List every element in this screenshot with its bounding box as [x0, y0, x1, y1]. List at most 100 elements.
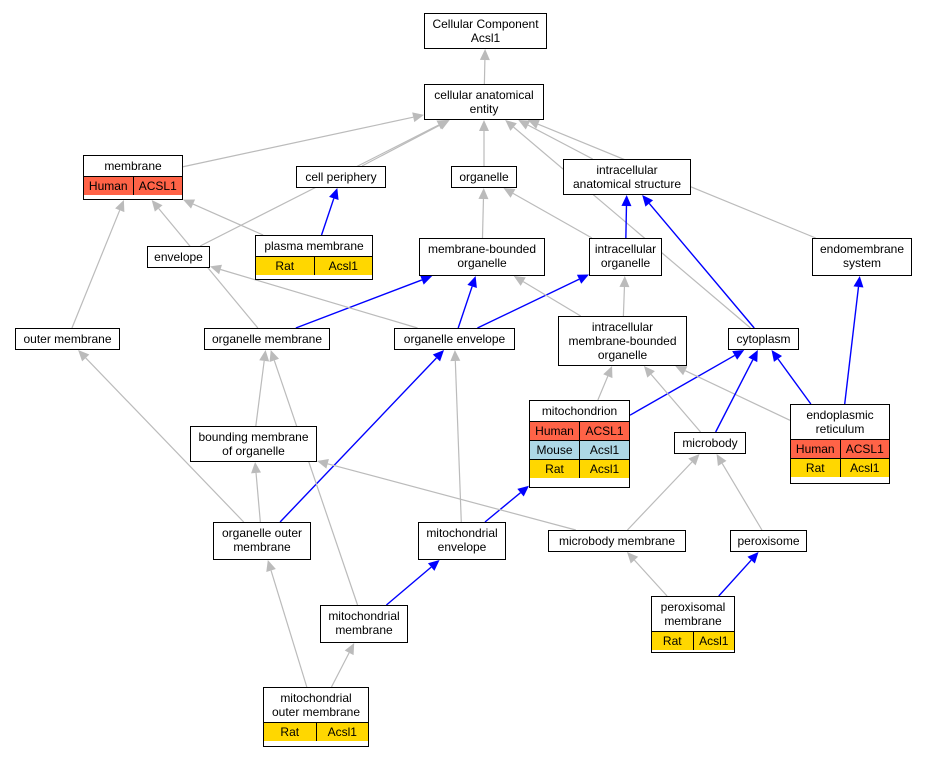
edge-mbo-to-organelle	[481, 198, 485, 239]
arrowhead	[505, 120, 517, 131]
edge-org_envelope-to-mbo	[457, 286, 473, 329]
arrowhead	[853, 276, 864, 288]
arrowhead	[427, 560, 440, 571]
node-label: intracellular organelle	[594, 242, 657, 270]
node-org-envelope[interactable]: organelle envelope	[394, 328, 515, 350]
node-root[interactable]: Cellular Component Acsl1	[424, 13, 547, 49]
node-bounding-membrane[interactable]: bounding membrane of organelle	[190, 426, 317, 462]
node-organelle[interactable]: organelle	[451, 166, 517, 188]
edge-io-to-ias	[625, 205, 628, 239]
arrowhead	[467, 276, 477, 289]
node-label: Cellular Component Acsl1	[432, 17, 539, 45]
edge-plasma_membrane-to-cell_periphery	[320, 198, 335, 236]
node-endomembrane[interactable]: endomembrane system	[812, 238, 912, 276]
node-mito-envelope[interactable]: mitochondrial envelope	[418, 522, 506, 560]
node-ias[interactable]: intracellular anatomical structure	[563, 159, 691, 195]
species-cell: Rat	[662, 634, 682, 648]
arrowhead	[412, 112, 424, 123]
edge-er-to-imbo	[684, 370, 791, 421]
node-org-membrane[interactable]: organelle membrane	[204, 328, 330, 350]
arrowhead	[619, 276, 630, 288]
edge-cell_periphery-to-cae	[361, 124, 441, 167]
edge-outer_membrane-to-membrane	[71, 209, 121, 329]
arrowhead	[732, 350, 745, 360]
node-microbody[interactable]: microbody	[674, 432, 746, 454]
node-label: mitochondrial outer membrane	[271, 691, 361, 719]
edge-plasma_membrane-to-membrane	[192, 203, 264, 236]
species-cell: Human	[795, 442, 835, 456]
edge-perox_membrane-to-peroxisome	[718, 559, 752, 597]
species-cell: Rat	[280, 725, 300, 739]
arrowhead	[771, 350, 783, 362]
edge-org_membrane-to-mbo	[295, 279, 423, 329]
node-org-outer-membrane[interactable]: organelle outer membrane	[213, 522, 311, 560]
arrowhead	[517, 485, 529, 497]
edge-ias-to-cae	[527, 124, 593, 160]
node-peroxisome[interactable]: peroxisome	[730, 530, 807, 552]
gene-cell: ACSL1	[132, 177, 183, 195]
node-label: cellular anatomical entity	[434, 88, 534, 116]
node-label: peroxisome	[737, 534, 800, 548]
node-label: cell periphery	[305, 170, 377, 184]
node-label: mitochondrial envelope	[426, 526, 498, 554]
arrowhead	[603, 366, 613, 379]
node-label: outer membrane	[23, 332, 112, 346]
edge-org_outer_membrane-to-org_envelope	[279, 357, 437, 523]
node-label: organelle	[459, 170, 509, 184]
arrowhead	[479, 49, 490, 61]
node-label: bounding membrane of organelle	[198, 430, 309, 458]
edge-org_envelope-to-io	[477, 278, 580, 329]
species-cell: Human	[535, 424, 574, 438]
edge-cytoplasm-to-cae	[513, 126, 751, 329]
node-cytoplasm[interactable]: cytoplasm	[728, 328, 799, 350]
node-imbo[interactable]: intracellular membrane-bounded organelle	[558, 316, 687, 366]
arrowhead	[688, 454, 700, 466]
node-label: organelle outer membrane	[221, 526, 303, 554]
arrowhead	[251, 462, 262, 474]
edge-org_membrane-to-membrane	[158, 208, 259, 329]
node-cell-periphery[interactable]: cell periphery	[296, 166, 386, 188]
arrowhead	[78, 350, 90, 362]
node-label: mitochondrial membrane	[328, 609, 400, 637]
node-label: endomembrane system	[819, 242, 905, 270]
node-mito-membrane[interactable]: mitochondrial membrane	[320, 605, 408, 643]
arrowhead	[621, 195, 632, 207]
gene-cell: Acsl1	[315, 723, 369, 741]
edge-mitochondrion-to-cytoplasm	[629, 354, 736, 416]
arrowhead	[436, 120, 449, 130]
node-outer-membrane[interactable]: outer membrane	[15, 328, 120, 350]
node-cae[interactable]: cellular anatomical entity	[424, 84, 544, 120]
node-envelope[interactable]: envelope	[147, 246, 210, 268]
arrowhead	[115, 200, 125, 213]
arrowhead	[675, 366, 688, 376]
node-mbo[interactable]: membrane-bounded organelle	[419, 238, 545, 276]
node-label: plasma membrane	[264, 239, 364, 253]
node-label: endoplasmic reticulum	[806, 408, 874, 436]
arrowhead	[479, 120, 489, 131]
node-label: organelle envelope	[403, 332, 506, 346]
node-microbody-membrane[interactable]: microbody membrane	[548, 530, 686, 552]
arrowhead	[627, 552, 639, 564]
arrowhead	[317, 458, 329, 469]
arrowhead	[503, 188, 516, 198]
node-io[interactable]: intracellular organelle	[589, 238, 662, 276]
node-label: membrane	[104, 159, 162, 173]
arrowhead	[450, 350, 461, 362]
edge-cae-to-root	[483, 59, 486, 85]
edge-mitochondrion-to-imbo	[597, 375, 609, 401]
arrowhead	[210, 264, 222, 275]
node-label: microbody	[682, 436, 738, 450]
